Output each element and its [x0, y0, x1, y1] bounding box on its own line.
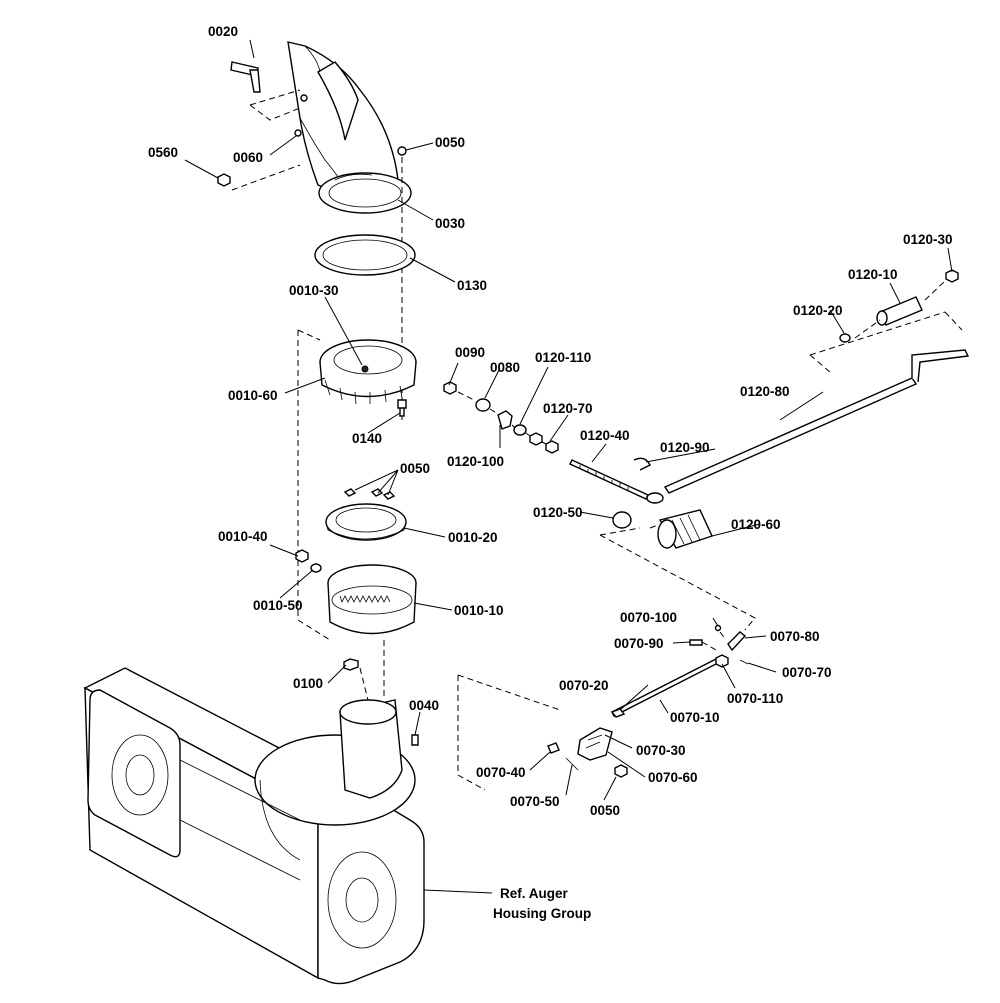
label-0010-20: 0010-20: [448, 530, 498, 545]
label-0120-110: 0120-110: [535, 350, 591, 365]
label-0070-100: 0070-100: [620, 610, 677, 625]
label-0010-30: 0010-30: [289, 283, 339, 298]
chute-handle: [230, 61, 261, 93]
label-0120-100: 0120-100: [447, 454, 504, 469]
label-0120-90: 0120-90: [660, 440, 710, 455]
label-0070-110: 0070-110: [727, 691, 783, 706]
label-0120-60: 0120-60: [731, 517, 781, 532]
label-0080: 0080: [490, 360, 520, 375]
label-0120-20: 0120-20: [793, 303, 843, 318]
label-0050-top: 0050: [435, 135, 465, 150]
label-0070-50: 0070-50: [510, 794, 560, 809]
control-rod-assembly: [443, 269, 970, 631]
label-0030: 0030: [435, 216, 465, 231]
bolt: [397, 399, 407, 417]
label-0060: 0060: [233, 150, 263, 165]
label-0020: 0020: [208, 24, 238, 39]
label-0010-60: 0010-60: [228, 388, 278, 403]
label-0070-80: 0070-80: [770, 629, 820, 644]
label-0070-20: 0070-20: [559, 678, 609, 693]
label-0010-40: 0010-40: [218, 529, 268, 544]
label-0130: 0130: [457, 278, 487, 293]
leader-lines: [184, 39, 953, 894]
washer-nut: [295, 549, 322, 573]
label-0070-10: 0070-10: [670, 710, 720, 725]
label-0090: 0090: [455, 345, 485, 360]
label-0050-bot: 0050: [590, 803, 620, 818]
chute-deflector-control: [547, 624, 749, 778]
label-0040: 0040: [409, 698, 439, 713]
label-0120-40: 0120-40: [580, 428, 630, 443]
label-0120-70: 0120-70: [543, 401, 593, 416]
label-0140: 0140: [352, 431, 382, 446]
label-0070-40: 0070-40: [476, 765, 526, 780]
ref-housing-group-label: Housing Group: [493, 906, 591, 921]
label-0070-60: 0070-60: [648, 770, 698, 785]
discharge-chute: [287, 41, 412, 214]
chute-base-flange: [319, 339, 417, 405]
auger-housing: [83, 667, 425, 985]
label-0120-80: 0120-80: [740, 384, 790, 399]
label-0560: 0560: [148, 145, 178, 160]
label-0070-30: 0070-30: [636, 743, 686, 758]
label-0120-30: 0120-30: [903, 232, 953, 247]
label-0070-70: 0070-70: [782, 665, 832, 680]
ref-auger-label: Ref. Auger: [500, 886, 569, 901]
label-0070-90: 0070-90: [614, 636, 664, 651]
bearing-ring: [325, 488, 407, 541]
label-0010-10: 0010-10: [454, 603, 504, 618]
label-0050-mid: 0050: [400, 461, 430, 476]
label-0120-10: 0120-10: [848, 267, 898, 282]
part-labels: 0020 0060 0560 0050 0030 0130 0010-30 00…: [148, 24, 953, 921]
chute-hardware: [217, 89, 407, 420]
label-0010-50: 0010-50: [253, 598, 303, 613]
label-0100: 0100: [293, 676, 323, 691]
gear-ring: [327, 564, 417, 635]
label-0120-50: 0120-50: [533, 505, 583, 520]
gasket-ring: [314, 234, 416, 276]
